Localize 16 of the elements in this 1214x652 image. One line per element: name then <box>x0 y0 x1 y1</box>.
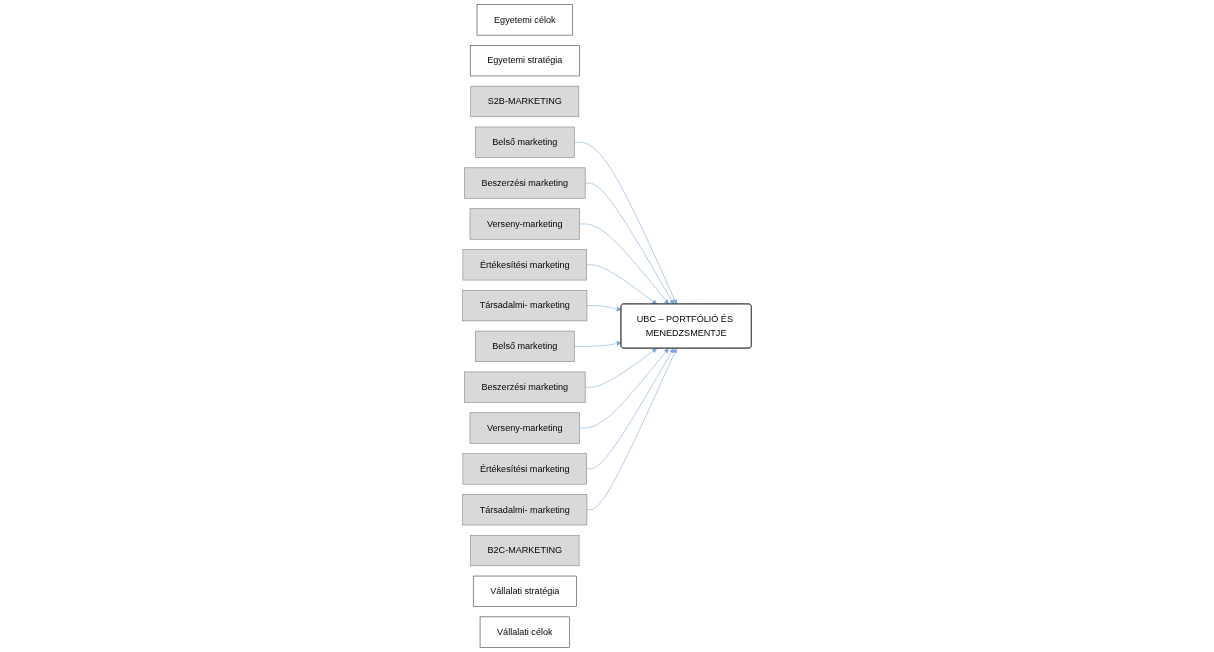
node-box: Beszerzési marketing <box>464 167 586 199</box>
node-box: Belső marketing <box>474 126 575 158</box>
node-box: Verseny-marketing <box>469 208 580 240</box>
node-box: Egyetemi stratégia <box>469 45 580 77</box>
node-box: Egyetemi célok <box>476 4 573 36</box>
node-box: Társadalmi- marketing <box>462 494 588 526</box>
node-box: Vállalati stratégia <box>472 575 577 607</box>
node-box: S2B-MARKETING <box>470 85 580 118</box>
node-box: Értékesítési marketing <box>462 453 587 485</box>
node-box: Értékesítési marketing <box>462 249 587 281</box>
node-box: Belső marketing <box>474 330 575 362</box>
node-box: Társadalmi- marketing <box>462 290 588 322</box>
node-box: B2C-MARKETING <box>470 534 580 567</box>
node-box: Beszerzési marketing <box>464 371 586 403</box>
node-box: Verseny-marketing <box>469 412 580 444</box>
node-box: Vállalati célok <box>479 616 570 648</box>
